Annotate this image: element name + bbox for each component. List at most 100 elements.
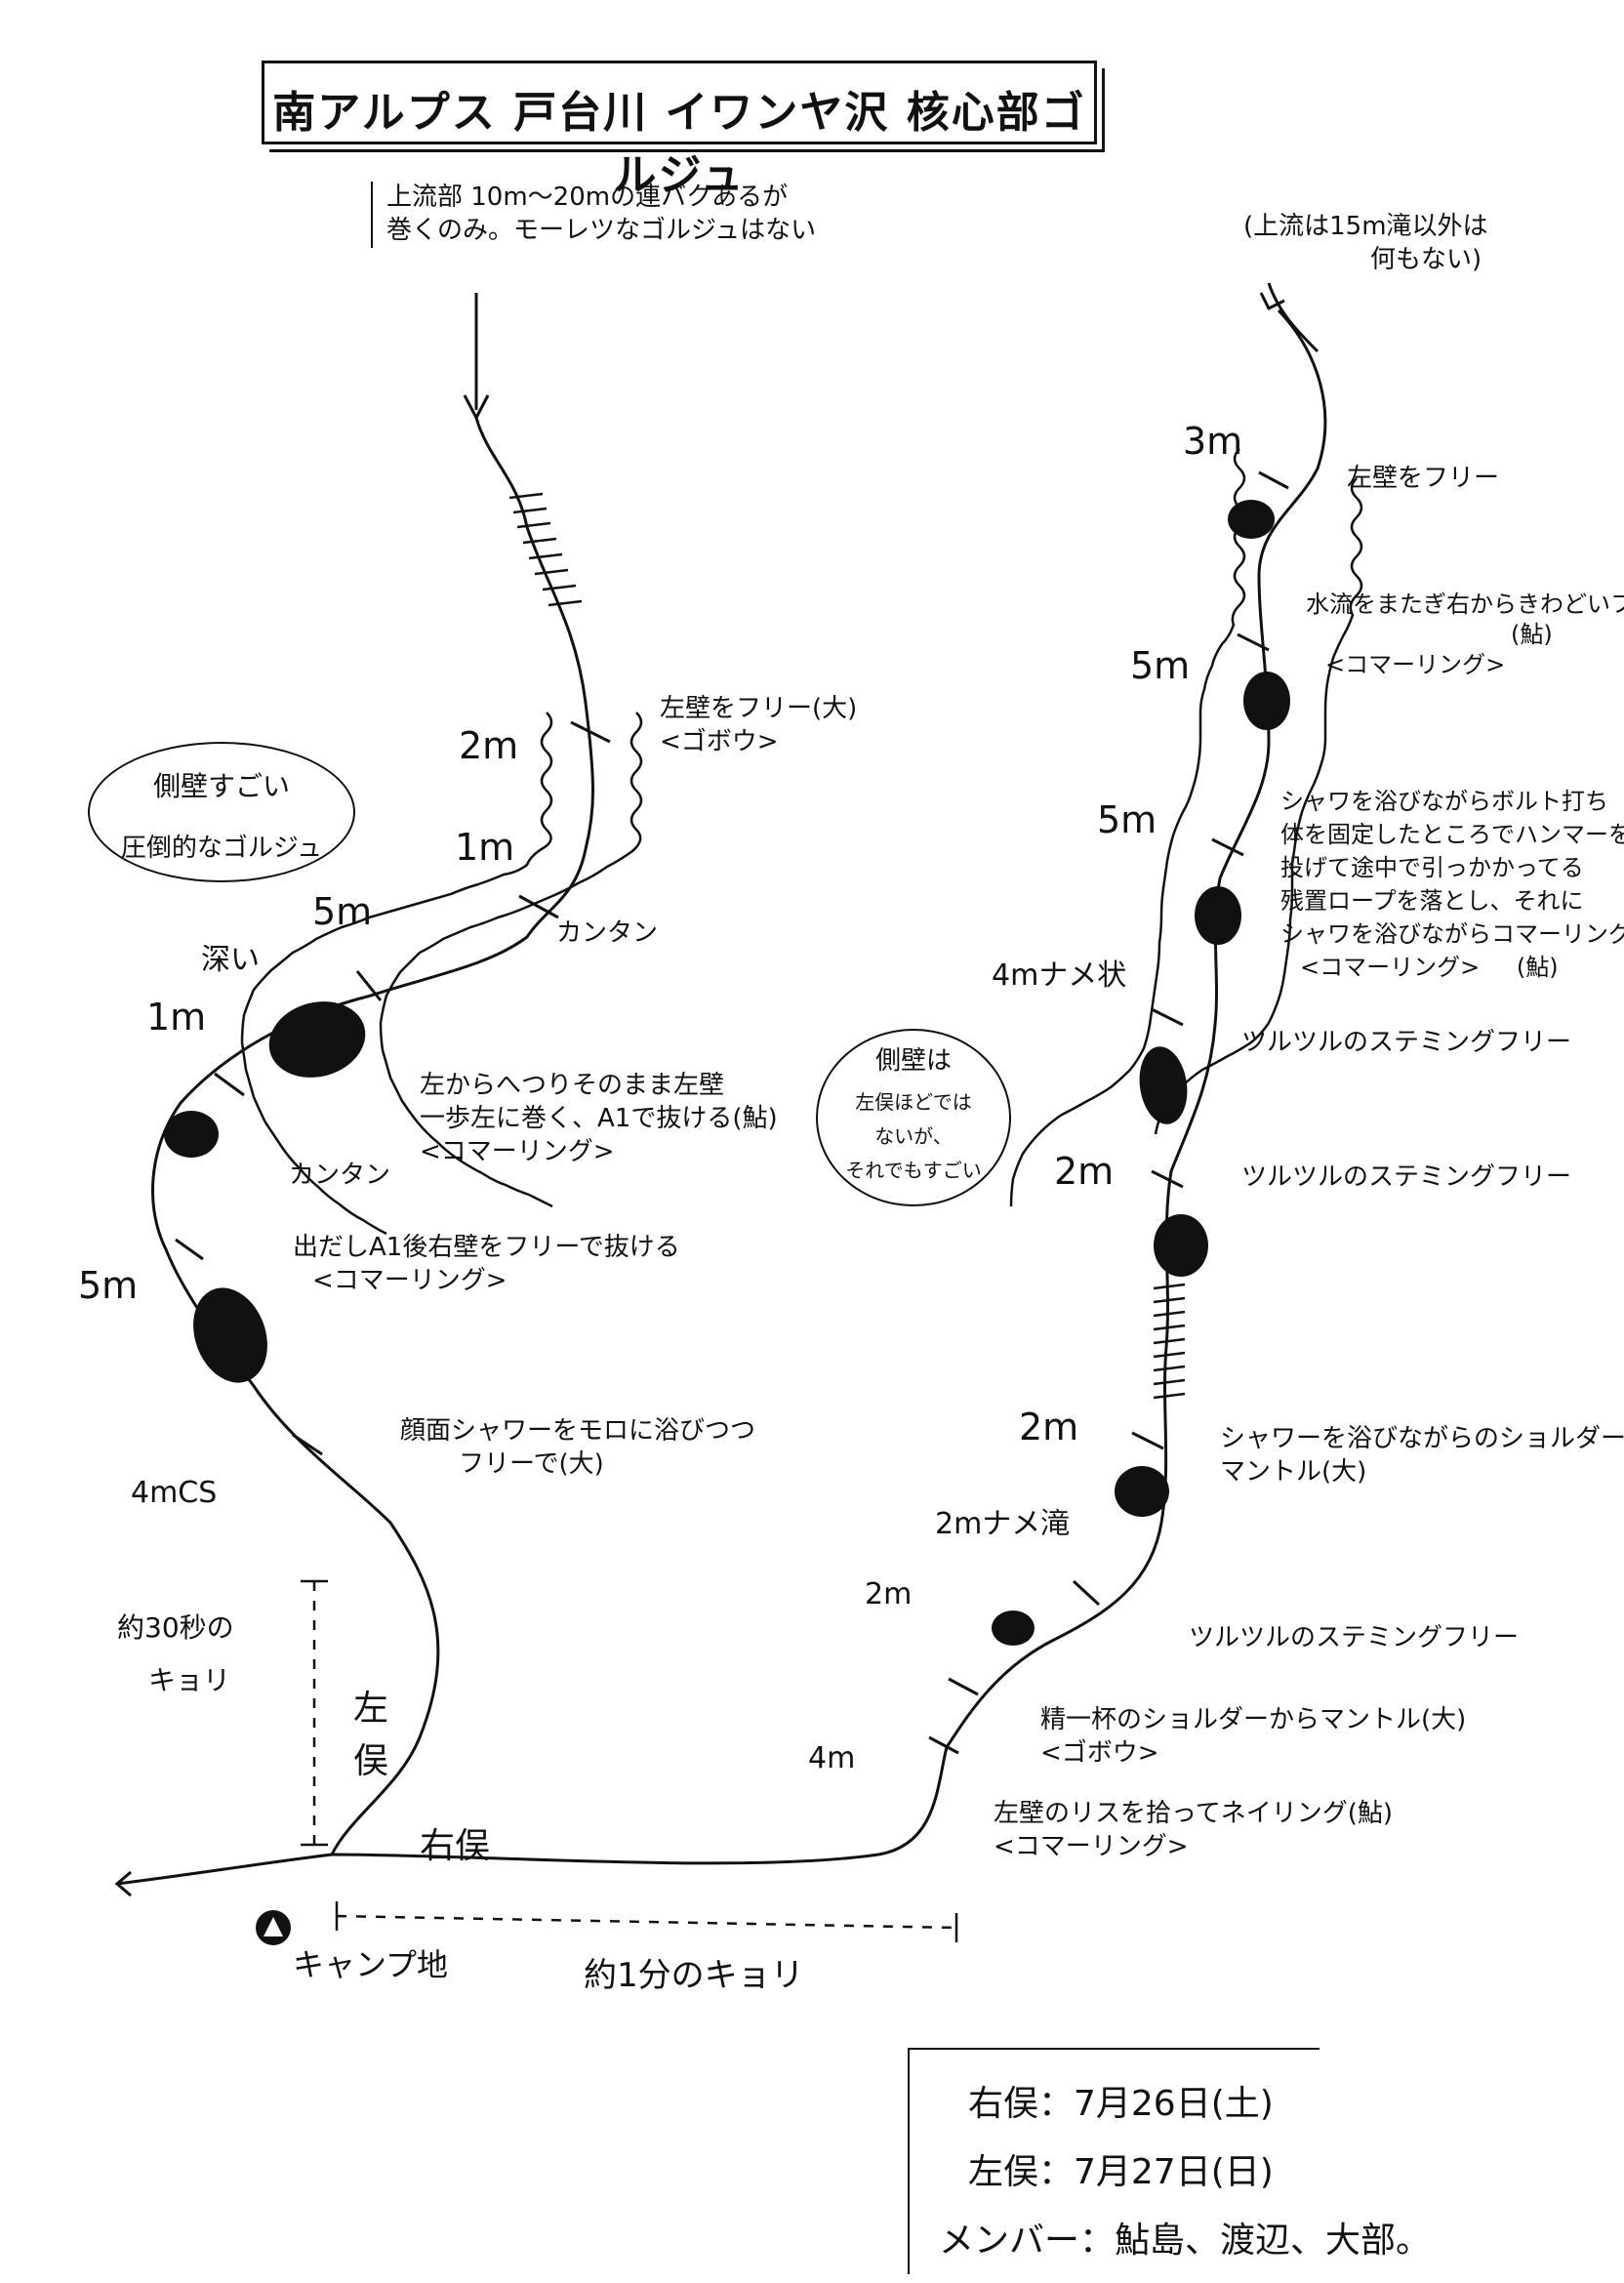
- left-distance-line2: キョリ: [148, 1664, 231, 1696]
- right-note-3-line2: 体を固定したところでハンマーを: [1280, 821, 1624, 849]
- right-height-2m-name: 2mナメ滝: [935, 1507, 1071, 1541]
- left-fork-label-char2: 俣: [353, 1741, 389, 1781]
- right-upstream-note-line2: 何もない): [1370, 244, 1482, 274]
- left-note-6: 顔面シャワーをモロに浴びつつ フリーで(大): [400, 1415, 755, 1482]
- right-height-5m-a: 5m: [1130, 644, 1191, 687]
- right-note-8-line2: <ゴボウ>: [1040, 1737, 1159, 1768]
- right-note-3: シャワを浴びながらボルト打ち 体を固定したところでハンマーを 投げて途中で引っか…: [1280, 785, 1624, 984]
- left-distance-note: 約30秒の キョリ: [117, 1607, 234, 1698]
- left-gorge-wall-inner: [379, 712, 643, 1208]
- right-note-3-line1: シャワを浴びながらボルト打ち: [1280, 788, 1608, 815]
- right-fork-channel: [331, 1746, 949, 1865]
- right-height-2m-c: 2m: [865, 1577, 913, 1611]
- left-bubble-line1: 側壁すごい: [152, 770, 290, 802]
- right-stream: [945, 308, 1327, 1748]
- bottom-distance-label: 約1分のキョリ: [584, 1956, 804, 1995]
- left-note-1: 左壁をフリー(大) <ゴボウ>: [660, 693, 857, 759]
- left-note-1-line1: 左壁をフリー(大): [660, 694, 858, 723]
- right-note-1: 左壁をフリー: [1347, 464, 1500, 493]
- tent-icon: [256, 1910, 291, 1945]
- right-pool-2: [1243, 672, 1290, 730]
- right-gorge-bubble: 側壁は 左俣ほどでは ないが、 それでもすごい: [816, 1029, 1011, 1206]
- left-upstream-note: 上流部 10m～20mの連バクあるが 巻くのみ。モーレツなゴルジュはない: [371, 182, 816, 248]
- left-gorge-wall-outer: [240, 712, 553, 1236]
- right-note-3-line6: <コマーリング>: [1300, 954, 1481, 982]
- camp-label: キャンプ地: [293, 1946, 449, 1983]
- right-gorge-wall-right: [1154, 477, 1363, 1135]
- right-pool-6: [1115, 1466, 1169, 1517]
- right-height-4m-name: 4mナメ状: [992, 958, 1127, 993]
- right-note-3-line5: シャワを浴びながらコマーリング: [1280, 920, 1624, 949]
- right-bubble-line4: それでもすごい: [845, 1159, 982, 1182]
- left-pool-small: [164, 1111, 219, 1158]
- left-deep-label: 深い: [201, 943, 260, 977]
- right-note-2-line3: <コマーリング>: [1325, 651, 1506, 679]
- left-bubble-line2: 圧倒的なゴルジュ: [120, 834, 323, 863]
- right-fork-label: 右俣: [420, 1826, 491, 1866]
- left-note-4: カンタン: [289, 1161, 391, 1190]
- left-note-3-line3: <コマーリング>: [420, 1136, 615, 1166]
- left-distance-line1: 約30秒の: [117, 1611, 234, 1644]
- right-pool-3: [1195, 886, 1241, 945]
- legend-right-fork-date: 右俣：7月26日(土): [968, 2084, 1274, 2124]
- right-note-9: 左壁のリスを拾ってネイリング(鮎) <コマーリング>: [994, 1798, 1393, 1864]
- left-gorge-bubble: 側壁すごい 圧倒的なゴルジュ: [88, 742, 355, 882]
- right-bubble-line3: ないが、: [874, 1124, 953, 1148]
- right-upstream-note-line1: (上流は15m滝以外は: [1243, 212, 1488, 241]
- right-bubble-line2: 左俣ほどでは: [855, 1090, 972, 1114]
- left-height-4mcs: 4mCS: [131, 1476, 218, 1510]
- left-height-5m-upper: 5m: [312, 890, 373, 933]
- right-note-6-line1: シャワーを浴びながらのショルダーから: [1220, 1424, 1624, 1453]
- right-bubble-line1: 側壁は: [874, 1046, 952, 1076]
- left-step-marks: [175, 720, 611, 1456]
- right-height-2m-a: 2m: [1054, 1150, 1115, 1193]
- right-rapids: [1153, 1283, 1186, 1400]
- left-upstream-note-line1: 上流部 10m～20mの連バクあるが: [386, 183, 789, 212]
- right-height-4m: 4m: [808, 1741, 856, 1775]
- right-note-5: ツルツルのステミングフリー: [1241, 1162, 1572, 1192]
- legend-box: 右俣：7月26日(土) 左俣：7月27日(日) メンバー：鮎島、渡辺、大部。: [908, 2048, 1431, 2274]
- left-pool-lower: [193, 1287, 267, 1383]
- right-note-2: 水流をまたぎ右からきわどいフリー (鮎) <コマーリング>: [1306, 590, 1624, 681]
- right-note-2-line2: (鮎): [1511, 621, 1553, 649]
- right-note-8: 精一杯のショルダーからマントル(大) <ゴボウ>: [1040, 1704, 1466, 1771]
- right-note-2-line1: 水流をまたぎ右からきわどいフリー: [1306, 591, 1624, 618]
- right-pool-5: [1154, 1214, 1208, 1277]
- left-note-5-line1: 出だしA1後右壁をフリーで抜ける: [293, 1233, 680, 1262]
- left-note-5-line2: <コマーリング>: [312, 1265, 508, 1295]
- bottom-distance-dashed: [336, 1914, 957, 1930]
- right-note-3-line3: 投げて途中で引っかかってる: [1280, 854, 1584, 882]
- left-note-6-line1: 顔面シャワーをモロに浴びつつ: [400, 1416, 756, 1446]
- left-height-2m: 2m: [459, 724, 519, 767]
- right-height-5m-b: 5m: [1097, 798, 1157, 841]
- left-note-3-line2: 一歩左に巻く、A1で抜ける(鮎): [420, 1103, 778, 1133]
- left-note-5: 出だしA1後右壁をフリーで抜ける <コマーリング>: [293, 1232, 680, 1298]
- legend-left-fork-date: 左俣：7月27日(日): [968, 2152, 1274, 2192]
- right-pool-4: [1139, 1046, 1188, 1124]
- left-fork-label: 左 俣: [353, 1683, 388, 1788]
- right-note-4: ツルツルのステミングフリー: [1241, 1028, 1572, 1057]
- right-note-3-line4: 残置ロープを落とし、それに: [1280, 887, 1584, 916]
- main-channel: [116, 1853, 333, 1886]
- left-stream: [151, 417, 594, 1855]
- right-note-3-line7: (鮎): [1516, 954, 1559, 982]
- right-step-marks: [928, 470, 1289, 1755]
- right-note-9-line2: <コマーリング>: [994, 1831, 1189, 1861]
- right-height-3m: 3m: [1183, 420, 1243, 463]
- right-gorge-wall-left: [1009, 448, 1246, 1207]
- right-note-3-line6-wrap: <コマーリング> (鮎): [1280, 951, 1624, 984]
- left-height-1m-lower: 1m: [146, 996, 207, 1039]
- page-title: 南アルプス 戸台川 イワンヤ沢 核心部ゴルジュ: [272, 88, 1086, 200]
- right-note-8-line1: 精一杯のショルダーからマントル(大): [1040, 1705, 1467, 1734]
- left-note-2: カンタン: [556, 918, 659, 948]
- right-pool-7: [992, 1610, 1035, 1646]
- right-note-6-line2: マントル(大): [1220, 1456, 1367, 1487]
- right-height-2m-b: 2m: [1019, 1406, 1079, 1448]
- legend-members: メンバー：鮎島、渡辺、大部。: [939, 2221, 1432, 2261]
- right-note-7: ツルツルのステミングフリー: [1189, 1623, 1520, 1652]
- left-note-3: 左からへつりそのまま左壁 一歩左に巻く、A1で抜ける(鮎) <コマーリング>: [420, 1070, 778, 1168]
- left-upstream-note-line2: 巻くのみ。モーレツなゴルジュはない: [386, 215, 817, 245]
- right-pool-1: [1228, 500, 1275, 539]
